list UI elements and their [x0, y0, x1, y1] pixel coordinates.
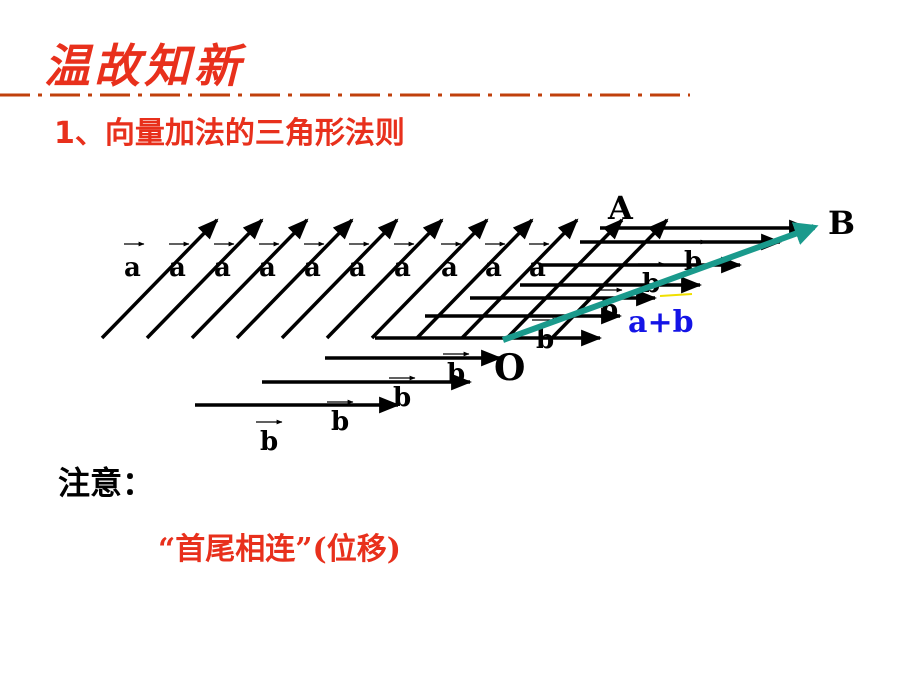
small-accent-arrow	[659, 293, 693, 297]
vector-a-label: a	[304, 253, 321, 283]
vector-a-label: a	[259, 253, 276, 283]
vector-a-arrow	[280, 218, 399, 340]
vector-a-arrow	[325, 218, 444, 340]
point-o-label: O	[494, 347, 525, 389]
point-b-label: B	[828, 204, 855, 242]
vector-b-label: b	[393, 383, 411, 413]
vector-a-label: a	[349, 253, 366, 283]
vector-a-arrow	[505, 218, 624, 340]
note-label: 注意：	[58, 464, 155, 502]
vector-b-label: b	[447, 359, 465, 389]
vector-a-arrow	[100, 218, 219, 340]
sum-vector-arrow	[501, 222, 819, 343]
vector-b-label: b	[331, 407, 349, 437]
vector-a-label: a	[529, 253, 546, 283]
vector-a-arrow	[460, 218, 579, 340]
vector-triangle-diagram: aaaaaaaaaabbbbbbbb A B O a+b	[100, 189, 855, 457]
vector-a-label: a	[169, 253, 186, 283]
vector-a-label: a	[441, 253, 458, 283]
vector-a-label: a	[124, 253, 141, 283]
vector-b-label: b	[536, 325, 554, 355]
vector-a-label: a	[214, 253, 231, 283]
vector-b-label: b	[260, 427, 278, 457]
vector-a-label: a	[485, 253, 502, 283]
vector-a-arrow	[145, 218, 264, 340]
section-heading: 1、向量加法的三角形法则	[54, 116, 405, 151]
point-a-label: A	[607, 189, 634, 227]
vector-a-label: a	[394, 253, 411, 283]
vector-a-arrow	[190, 218, 309, 340]
page-title: 温故知新	[44, 39, 244, 93]
note-text: “首尾相连”(位移)	[158, 532, 401, 567]
vector-a-arrow	[370, 218, 489, 340]
sum-vector-label: a+b	[628, 305, 694, 340]
vector-a-arrow	[415, 218, 534, 340]
title-divider	[0, 93, 690, 97]
vector-a-arrow	[235, 218, 354, 340]
